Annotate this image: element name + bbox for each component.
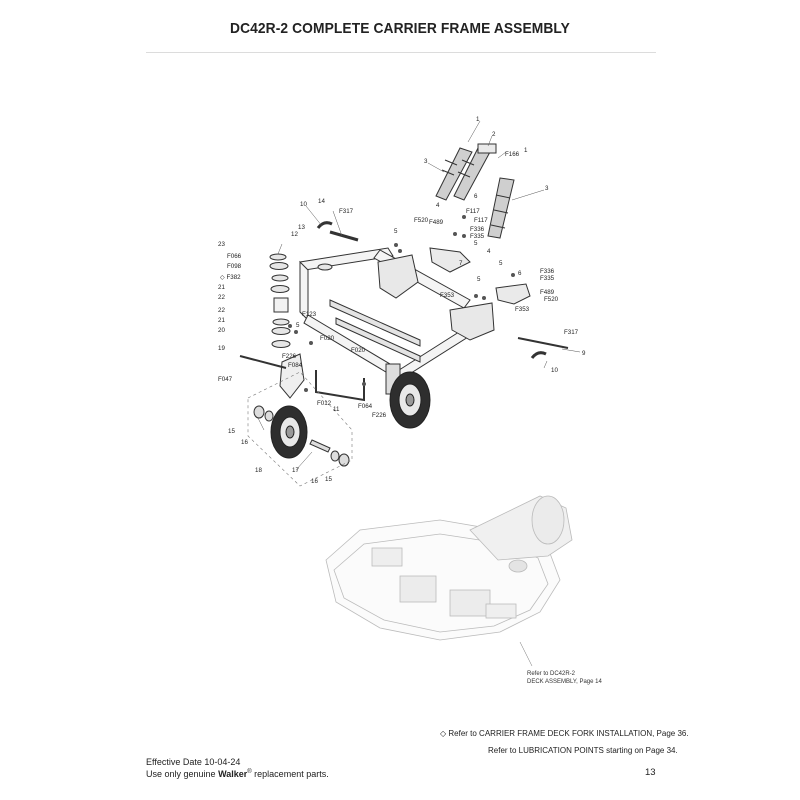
footer-left: Effective Date 10-04-24 Use only genuine… xyxy=(146,757,329,779)
deck-reference-line-1: Refer to DC42R-2 xyxy=(527,671,576,677)
callout-F336: F336 xyxy=(470,226,485,233)
deck-assembly-reference: Refer to DC42R-2 DECK ASSEMBLY, Page 14 xyxy=(527,670,602,686)
fork-installation-note: ◇ Refer to CARRIER FRAME DECK FORK INSTA… xyxy=(440,729,689,738)
deck-reference-line-2: DECK ASSEMBLY, Page 14 xyxy=(527,679,602,685)
rear-axle-bracket xyxy=(239,353,365,402)
caster-wheel xyxy=(389,371,431,429)
callout-F520: F520 xyxy=(414,217,429,224)
callout-3: 3 xyxy=(545,185,549,192)
callout-10: 10 xyxy=(551,367,558,374)
callout-11: 11 xyxy=(333,406,340,413)
spring-brackets xyxy=(429,143,531,305)
callout-17: 17 xyxy=(292,467,299,474)
callout-10: 10 xyxy=(300,201,307,208)
callout-F226: F226 xyxy=(282,353,297,360)
callout-5: 5 xyxy=(296,322,300,329)
rear-wheel xyxy=(270,405,308,459)
callout-5: 5 xyxy=(499,260,503,267)
callout-F353: F353 xyxy=(515,306,530,313)
callout-23: 23 xyxy=(218,241,225,248)
callout-13: 13 xyxy=(298,224,305,231)
springs xyxy=(435,147,515,239)
callout-F317: F317 xyxy=(339,208,354,215)
callout-F123: F123 xyxy=(302,311,317,318)
callout-F117: F117 xyxy=(474,217,488,224)
callout-F335: F335 xyxy=(470,233,485,240)
callout-F098: F098 xyxy=(227,263,242,270)
effective-date: Effective Date 10-04-24 xyxy=(146,757,241,767)
notice-suffix: replacement parts. xyxy=(251,769,329,779)
alignment-dashes xyxy=(247,371,353,487)
callout-F047: F047 xyxy=(218,376,233,383)
title-divider xyxy=(146,52,656,53)
callout-F335: F335 xyxy=(540,275,555,282)
callout-F020: F020 xyxy=(320,335,335,342)
lubrication-note: Refer to LUBRICATION POINTS starting on … xyxy=(488,746,678,755)
callout-6: 6 xyxy=(474,193,478,200)
deck-reference-leader xyxy=(519,641,533,667)
callout-2: 2 xyxy=(492,131,496,138)
callout-19: 19 xyxy=(218,345,225,352)
callout-F382: ◇ F382 xyxy=(220,274,241,281)
callout-14: 14 xyxy=(318,198,325,205)
callout-labels: 1 2 1 F166 3 3 6 4 F117 F117 F520 F489 F… xyxy=(218,116,586,485)
callout-22: 22 xyxy=(218,307,225,314)
notice-prefix: Use only genuine xyxy=(146,769,219,779)
genuine-parts-notice: Use only genuine Walker® replacement par… xyxy=(146,767,329,779)
callout-12: 12 xyxy=(291,231,298,238)
callout-6: 6 xyxy=(518,270,522,277)
callout-1: 1 xyxy=(476,116,480,123)
callout-F489: F489 xyxy=(540,289,555,296)
page-number: 13 xyxy=(645,767,656,778)
callout-1: 1 xyxy=(524,147,528,154)
page-title: DC42R-2 COMPLETE CARRIER FRAME ASSEMBLY xyxy=(230,20,570,37)
callout-F166: F166 xyxy=(505,151,520,158)
callout-F084: F084 xyxy=(288,362,303,369)
callout-9: 9 xyxy=(582,350,586,357)
callout-F489: F489 xyxy=(429,219,444,226)
lever-handles xyxy=(316,221,569,359)
callout-5: 5 xyxy=(477,276,481,283)
callout-15: 15 xyxy=(228,428,235,435)
axle-hardware xyxy=(253,405,350,467)
callout-15: 15 xyxy=(325,476,332,483)
callout-3: 3 xyxy=(424,158,428,165)
callout-5: 5 xyxy=(394,228,398,235)
callout-18: 18 xyxy=(255,467,262,474)
leader-lines xyxy=(257,120,581,471)
callout-F066: F066 xyxy=(227,253,242,260)
callout-5: 5 xyxy=(474,240,478,247)
callout-7: 7 xyxy=(459,260,463,267)
callout-16: 16 xyxy=(241,439,248,446)
callout-16: 16 xyxy=(311,478,318,485)
callout-F012: F012 xyxy=(317,400,332,407)
deck-assembly-ghost xyxy=(325,495,573,641)
registered-mark: ® xyxy=(247,769,252,775)
callout-F117: F117 xyxy=(466,208,480,215)
callout-20: 20 xyxy=(218,327,225,334)
callout-F226: F226 xyxy=(372,412,387,419)
callout-F020: F020 xyxy=(351,347,366,354)
brand-name: Walker xyxy=(218,769,248,779)
callout-F520: F520 xyxy=(544,296,559,303)
callout-F353: F353 xyxy=(440,292,455,299)
fork-spindle-stack xyxy=(269,253,333,348)
callout-21: 21 xyxy=(218,284,225,291)
fastener-hardware xyxy=(288,215,515,392)
callout-F336: F336 xyxy=(540,268,555,275)
callout-F064: F064 xyxy=(358,403,373,410)
callout-21: 21 xyxy=(218,317,225,324)
callout-22: 22 xyxy=(218,294,225,301)
callout-F317: F317 xyxy=(564,329,579,336)
callout-4: 4 xyxy=(487,248,491,255)
callout-4: 4 xyxy=(436,202,440,209)
